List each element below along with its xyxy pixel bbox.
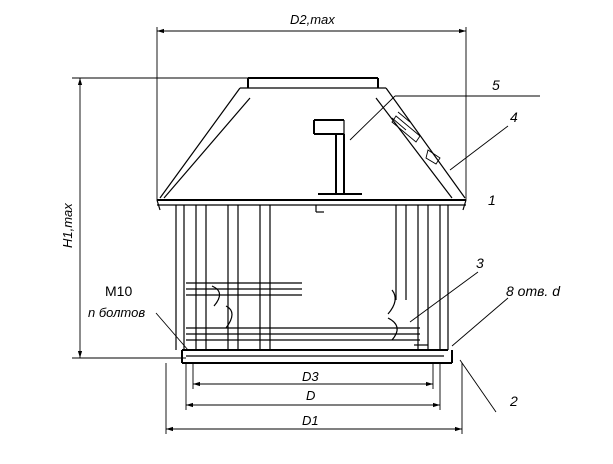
dimension-h1max-label: H1,max — [60, 203, 75, 248]
dimension-d3-label: D3 — [302, 369, 319, 384]
dimension-d3: D3 — [192, 363, 434, 389]
callout-2: 2 — [459, 359, 518, 413]
callout-1: 1 — [488, 192, 496, 208]
roof-hood — [156, 77, 467, 211]
callout-4-label: 4 — [510, 109, 518, 125]
callout-5-label: 5 — [492, 77, 500, 93]
motor-mount — [313, 119, 362, 195]
callout-4: 4 — [449, 109, 518, 171]
fan-body — [175, 205, 453, 364]
holes-note-label: 8 отв. d — [506, 283, 561, 299]
callout-holes: 8 отв. d — [451, 283, 561, 347]
callout-5: 5 — [349, 77, 540, 141]
callout-3: 3 — [409, 255, 484, 323]
callout-bolts: M10 n болтов — [88, 283, 189, 351]
dimension-d2max-label: D2,max — [290, 12, 335, 27]
callout-1-label: 1 — [488, 192, 496, 208]
dimension-d2max: D2,max — [156, 12, 467, 200]
callout-3-label: 3 — [476, 255, 484, 271]
dimension-d-label: D — [306, 388, 315, 403]
bolt-count-label: n болтов — [88, 305, 145, 320]
dimension-d1-label: D1 — [302, 413, 319, 428]
dimension-d1: D1 — [165, 363, 463, 434]
callout-2-label: 2 — [509, 393, 518, 409]
dimension-h1max: H1,max — [60, 77, 250, 359]
dimension-d: D — [185, 363, 441, 410]
bolt-note-label: M10 — [105, 283, 132, 299]
